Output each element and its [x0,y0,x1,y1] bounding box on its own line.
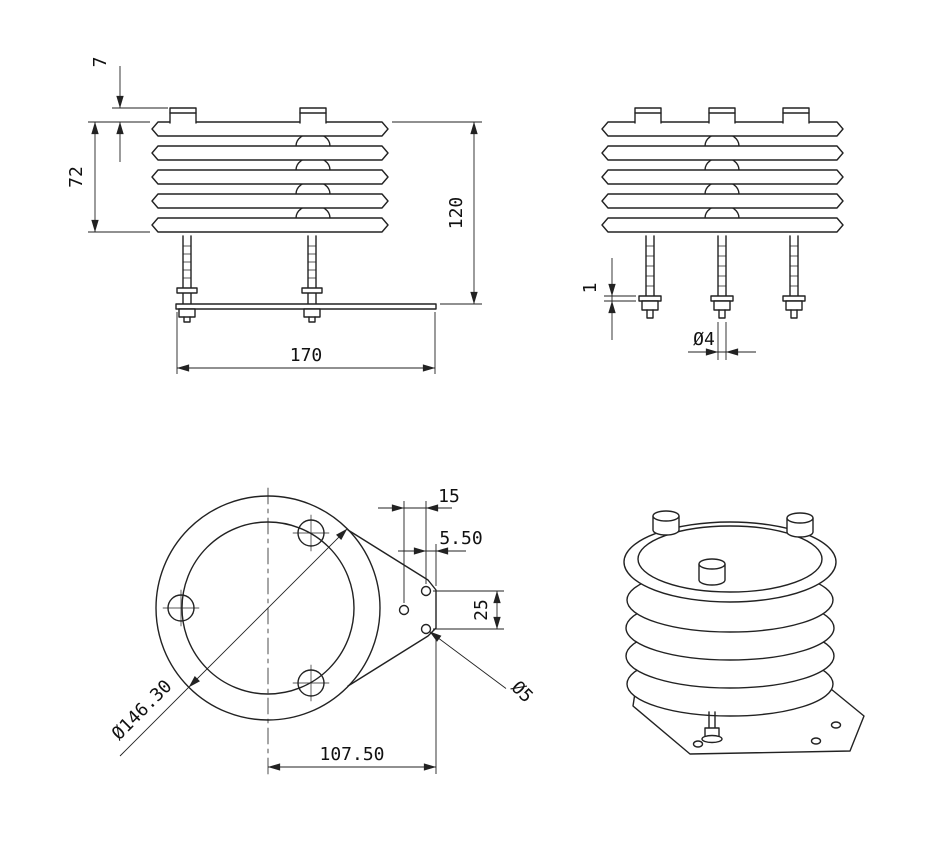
extension-lines [119,501,504,774]
rod-nuts [178,308,321,318]
top-posts [169,107,327,124]
rod-tips [183,316,316,323]
bracket-outline [347,529,437,687]
iso-plate-hole [810,737,822,745]
rod-washers [176,287,323,294]
louver-plate [151,121,389,137]
dim-label-hole-inset: 15 [438,486,460,507]
rod-nuts [641,300,803,311]
iso-plate-hole [692,740,704,748]
side-view [601,107,844,319]
bottom-view [155,487,437,779]
dim-label-shield-height: 72 [66,166,87,188]
louver-plate [151,217,389,233]
iso-knob-body [698,563,726,586]
front-view [151,107,437,323]
dim-label-small-hole-diameter: Ø5 [507,677,537,707]
mounting-rods [182,235,317,305]
rod-thread-marks [182,245,317,279]
rod-tips [646,309,798,319]
louver-plate [601,121,844,137]
iso-center-rod [708,711,716,731]
dim-label-edge-offset: 5.50 [439,528,482,549]
leader-line [429,631,507,689]
dim-label-top-offset: 7 [90,57,111,68]
isometric-view [623,510,865,755]
diameter-line [188,528,348,688]
louver-plate [601,193,844,209]
small-hole [420,585,432,597]
front-view-dimensions: 7 72 120 170 [66,57,482,374]
dim-label-hole-spacing: 25 [471,599,492,621]
dim-label-rod-diameter: Ø4 [693,329,715,350]
iso-plate-hole [830,721,842,729]
iso-rod-washer [701,734,723,744]
iso-cap-inner-rim [637,525,823,593]
top-posts [634,107,810,124]
iso-knob-top [652,510,680,522]
rod-thread-marks [645,245,799,287]
louver-plate [601,169,844,185]
iso-top-cap [623,521,837,603]
small-hole [420,623,432,635]
louver-plate [601,145,844,161]
louver-plate [151,193,389,209]
dim-label-washer-thickness: 1 [580,283,601,294]
louver-plate [151,145,389,161]
extension-lines [604,295,727,360]
bottom-view-dimensions: 15 5.50 25 Ø146.30 Ø5 107.50 [108,486,537,774]
small-hole [398,604,410,616]
side-view-dimensions: 1 Ø4 [580,258,756,360]
rod-washers [638,295,806,302]
dim-label-base-width: 170 [290,345,323,366]
dim-label-total-height: 120 [446,197,467,230]
base-plate [175,303,437,310]
louver-plate [151,169,389,185]
louver-plate [601,217,844,233]
iso-knob-top [786,512,814,524]
dim-label-center-to-edge: 107.50 [319,744,384,765]
iso-knob-top [698,558,726,570]
hole-centerlines [162,514,330,702]
